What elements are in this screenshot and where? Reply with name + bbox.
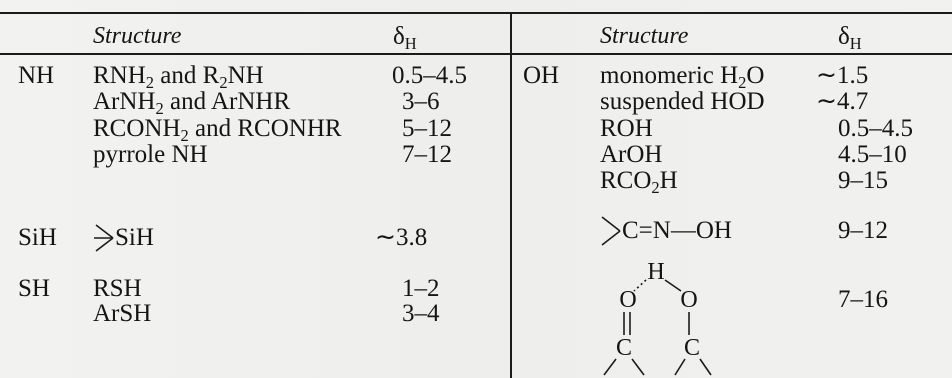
header-rule <box>0 53 952 55</box>
atom-c-left: C <box>616 335 632 361</box>
bond-line <box>664 279 682 292</box>
shift-value: 0.5–4.5 <box>838 115 913 142</box>
structure-arnh2-arnhr: ArNH2 and ArNHR <box>93 88 291 118</box>
bond-line <box>603 358 617 376</box>
structure-monomeric-h2o: monomeric H2O <box>600 62 765 92</box>
shift-value: 7–16 <box>838 286 888 313</box>
subscript: 2 <box>155 98 164 118</box>
shift-value: 7–12 <box>402 141 452 168</box>
oxime-bonds <box>601 216 621 246</box>
shift-value: ∼1.5 <box>816 62 869 89</box>
structure-rnh2-r2nh: RNH2 and R2NH <box>93 62 264 92</box>
structure-rco2h: RCO2H <box>600 167 678 197</box>
group-label-nh: NH <box>18 62 55 89</box>
atom-c-right: C <box>684 335 700 361</box>
structure-arsh: ArSH <box>93 300 152 327</box>
delta-symbol: δ <box>838 23 850 50</box>
hydrogen-bond-dotted <box>633 279 647 292</box>
top-rule <box>0 12 952 14</box>
shift-value: 3–6 <box>402 88 440 115</box>
atom-o-right: O <box>680 287 697 313</box>
atom-o-left: O <box>619 287 636 313</box>
delta-subscript: H <box>404 33 417 53</box>
delta-subscript: H <box>849 33 862 53</box>
group-label-sh: SH <box>18 275 50 302</box>
structure-rconh2-rconhr: RCONH2 and RCONHR <box>93 115 342 145</box>
structure-text: monomeric H <box>600 62 739 89</box>
shift-value: ∼3.8 <box>375 224 428 251</box>
bond-line <box>699 358 712 376</box>
silane-bonds <box>94 224 114 252</box>
subscript: 2 <box>145 72 155 92</box>
structure-text: and ArNHR <box>163 88 291 115</box>
structure-text: and RCONHR <box>188 115 342 142</box>
atom-h: H <box>647 259 664 285</box>
header-structure-right: Structure <box>600 23 689 49</box>
shift-value: 9–12 <box>838 217 888 244</box>
chelate-ring-structure: H O O C C <box>603 259 712 376</box>
delta-symbol: δ <box>393 23 405 50</box>
shift-value: 1–2 <box>402 275 440 302</box>
structure-text: H <box>659 167 678 194</box>
subscript: 2 <box>180 125 189 145</box>
group-label-sih: SiH <box>18 224 57 251</box>
structure-text: O <box>746 62 765 89</box>
structure-text: RCO <box>600 167 652 194</box>
shift-value: 9–15 <box>838 167 888 194</box>
subscript: 2 <box>219 72 228 92</box>
structure-roh: ROH <box>600 115 653 142</box>
structure-text: RNH <box>93 62 146 89</box>
structure-pyrrole-nh: pyrrole NH <box>93 141 208 168</box>
shift-value: 3–4 <box>402 300 440 327</box>
bond-line <box>95 237 114 252</box>
header-structure-left: Structure <box>93 23 182 49</box>
structure-oxime: C=N—OH <box>622 217 732 244</box>
structure-text: RCONH <box>93 115 181 142</box>
group-label-oh: OH <box>523 62 560 89</box>
structure-text: NH <box>227 62 264 89</box>
header-delta-left: δH <box>393 23 417 53</box>
structure-text: and R <box>154 62 220 89</box>
structure-silane-sih: SiH <box>115 224 154 251</box>
subscript: 2 <box>738 72 747 92</box>
bond-line <box>95 224 114 239</box>
shift-value: 0.5–4.5 <box>392 62 467 89</box>
structure-text: ArNH <box>93 88 156 115</box>
header-delta-right: δH <box>838 23 862 53</box>
structure-aroh: ArOH <box>600 141 663 168</box>
structure-suspended-hod: suspended HOD <box>600 88 765 115</box>
structure-rsh: RSH <box>93 275 142 302</box>
bond-line <box>601 216 621 232</box>
shift-value: 4.5–10 <box>838 141 907 168</box>
column-divider <box>510 12 512 378</box>
shift-value: ∼4.7 <box>816 88 869 115</box>
bond-line <box>601 230 621 246</box>
bond-line <box>631 358 645 376</box>
subscript: 2 <box>651 177 660 197</box>
bond-line <box>674 358 686 376</box>
shift-value: 5–12 <box>402 115 452 142</box>
